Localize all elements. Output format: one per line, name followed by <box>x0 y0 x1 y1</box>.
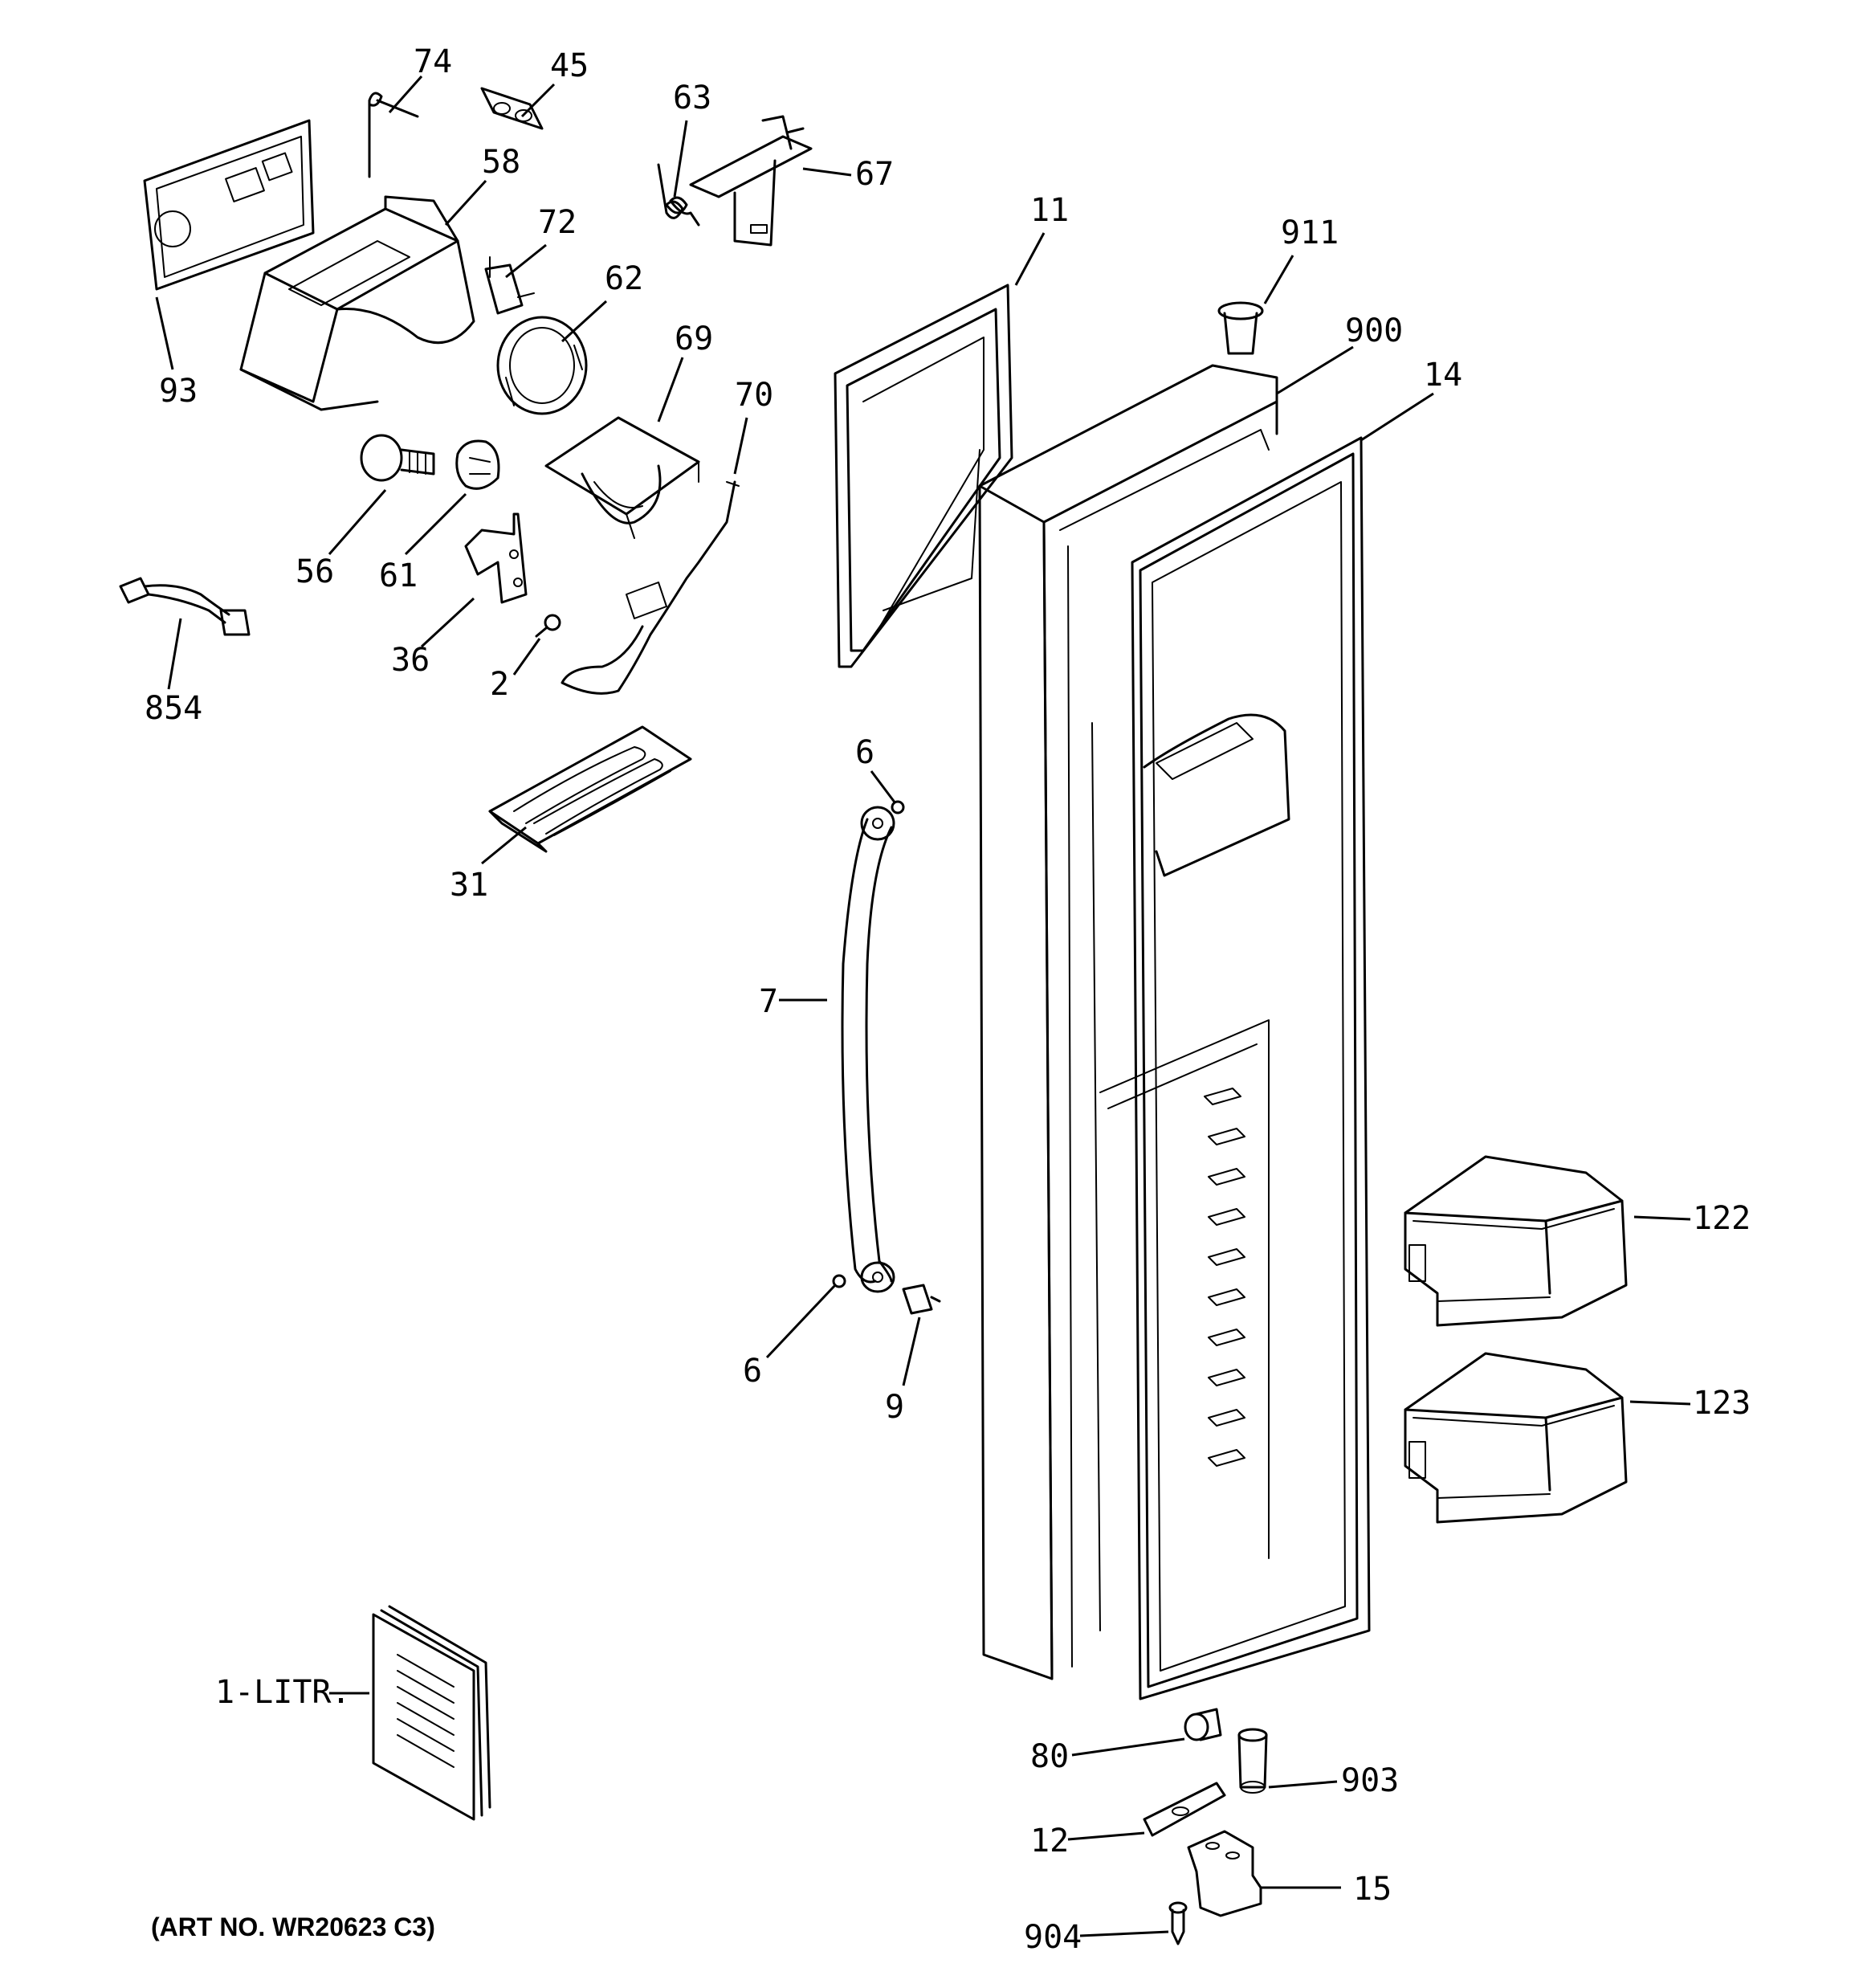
part-63-spring <box>657 163 700 227</box>
part-58-dispenser-housing <box>239 195 475 411</box>
callout-31: 31 <box>450 867 488 904</box>
callout-2: 2 <box>490 666 509 703</box>
part-854-harness <box>119 577 251 636</box>
part-2-screw <box>535 614 561 638</box>
callout-62: 62 <box>605 260 643 297</box>
part-7-handle <box>841 806 895 1293</box>
part-6-nut-top <box>891 800 905 814</box>
part-62-ring <box>496 316 588 415</box>
part-31-grille <box>488 725 692 853</box>
part-9-fitting <box>902 1284 941 1315</box>
part-11-frame <box>834 284 1013 668</box>
part-93-control-board <box>143 119 315 291</box>
callout-1-litr: 1-LITR. <box>215 1674 351 1711</box>
part-67-lever <box>689 115 813 247</box>
callout-911: 911 <box>1281 214 1339 251</box>
callout-900: 900 <box>1345 312 1403 349</box>
part-56-bulb <box>360 434 435 482</box>
part-69-chute <box>544 416 700 539</box>
callout-74: 74 <box>414 43 452 80</box>
part-70-actuator <box>561 480 740 695</box>
part-80-bushing <box>1184 1708 1222 1741</box>
shelf-clip-ladder <box>1204 1088 1245 1467</box>
part-61-socket <box>455 439 500 490</box>
callout-122: 122 <box>1693 1200 1751 1237</box>
callout-12: 12 <box>1030 1823 1069 1859</box>
callout-36: 36 <box>391 642 430 679</box>
part-903-bushing <box>1237 1728 1268 1794</box>
part-911-bushing <box>1217 301 1264 355</box>
leader-lines <box>155 76 1691 1937</box>
callout-123: 123 <box>1693 1385 1751 1422</box>
callout-903: 903 <box>1341 1762 1399 1799</box>
callout-58: 58 <box>482 144 520 181</box>
callout-69: 69 <box>675 320 713 357</box>
callout-14: 14 <box>1424 357 1462 394</box>
callout-6-bottom: 6 <box>743 1353 762 1390</box>
callout-80: 80 <box>1030 1738 1069 1775</box>
callout-854: 854 <box>145 690 202 727</box>
part-122-door-bin <box>1404 1155 1628 1327</box>
art-number: (ART NO. WR20623 C3) <box>151 1912 435 1941</box>
part-14-gasket <box>1131 436 1371 1700</box>
callout-904: 904 <box>1024 1919 1082 1956</box>
callout-labels: 74 45 63 67 58 72 62 93 69 70 56 61 36 2… <box>145 43 1751 1956</box>
callout-45: 45 <box>550 47 589 84</box>
part-904-screw <box>1168 1901 1188 1945</box>
part-123-door-bin <box>1404 1352 1628 1524</box>
part-15-hinge <box>1187 1830 1262 1917</box>
part-72-switch <box>484 256 535 315</box>
callout-72: 72 <box>538 204 577 241</box>
callout-15: 15 <box>1353 1871 1392 1908</box>
part-12-hinge-plate <box>1143 1782 1226 1837</box>
part-45-bracket <box>480 87 544 130</box>
callout-67: 67 <box>855 156 894 193</box>
callout-9: 9 <box>885 1389 904 1426</box>
callout-7: 7 <box>759 983 778 1020</box>
part-74-spring <box>368 92 419 178</box>
callout-93: 93 <box>159 373 198 410</box>
callout-70: 70 <box>735 377 773 414</box>
callout-61: 61 <box>379 557 418 594</box>
part-1-literature <box>372 1605 491 1821</box>
callout-63: 63 <box>673 80 711 116</box>
part-36-bracket <box>464 512 528 604</box>
callout-56: 56 <box>296 553 334 590</box>
callout-6-top: 6 <box>855 734 874 771</box>
part-6-nut-bottom <box>832 1274 846 1288</box>
callout-11: 11 <box>1030 192 1069 229</box>
